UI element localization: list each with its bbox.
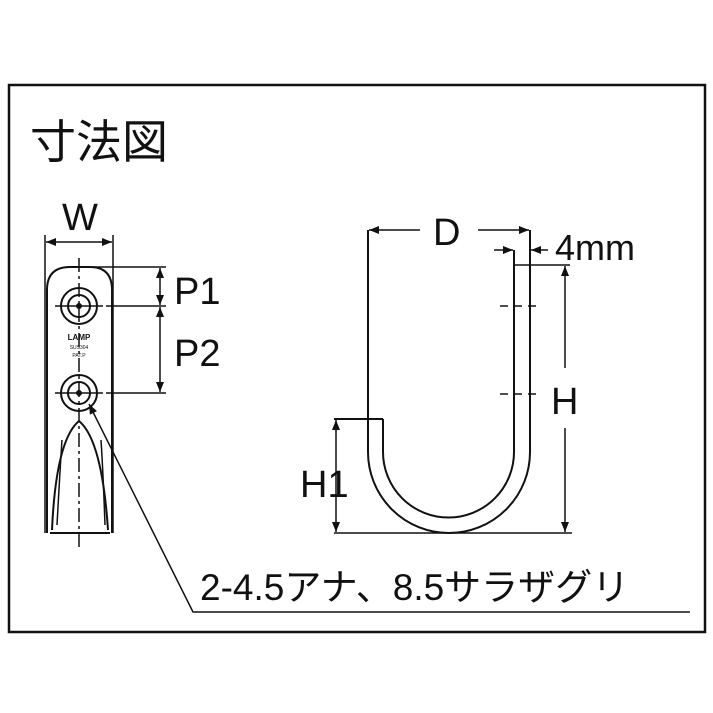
- p1-label: P1: [174, 271, 220, 313]
- w-label: W: [62, 197, 98, 239]
- d-label: D: [433, 212, 460, 254]
- plate-material: SUS304: [70, 345, 89, 351]
- hole-lower: [55, 374, 103, 412]
- plate-outline: [46, 266, 113, 533]
- h1-label: H1: [300, 464, 349, 506]
- drawing-title: 寸法図: [30, 116, 168, 168]
- plate-brand: LAMP: [68, 333, 91, 342]
- hole-upper: [55, 287, 103, 325]
- side-view: D 4mm H H1: [300, 212, 635, 534]
- drawing-frame: [7, 83, 707, 634]
- hole-note: 2-4.5アナ、8.5サラザグリ: [200, 567, 629, 608]
- hook-inner: [382, 250, 515, 519]
- h-label: H: [551, 381, 578, 423]
- thickness-label: 4mm: [555, 227, 635, 268]
- p2-label: P2: [174, 333, 220, 375]
- front-view: W LAMP SUS304 PAT.P P1 P2 2-4.5アナ、8.5サラザ…: [44, 197, 690, 613]
- plate-patent: PAT.P: [72, 353, 86, 359]
- hole-note-leader: [88, 403, 690, 613]
